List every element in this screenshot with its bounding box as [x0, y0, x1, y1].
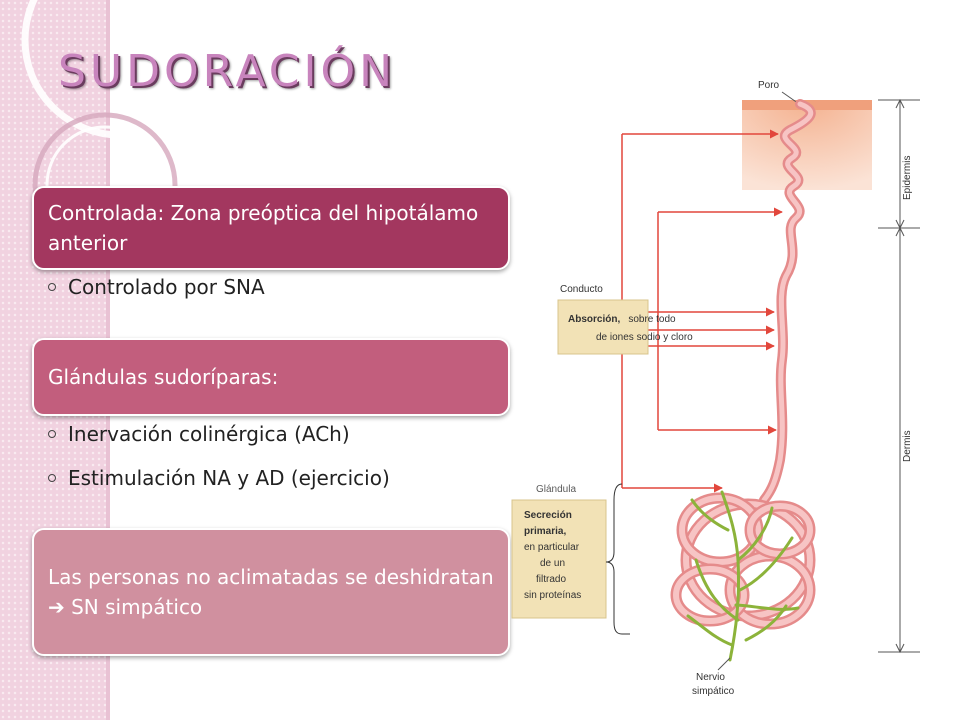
- bullet-dot-icon: [48, 430, 56, 438]
- secretion-box: [511, 499, 607, 619]
- bullet-dot-icon: [48, 283, 56, 291]
- glandula-label: Glándula: [536, 484, 576, 495]
- controlled-by-text: Controlada: Zona preóptica del hipotálam…: [48, 201, 479, 255]
- sweat-glands-box: Glándulas sudoríparas:: [32, 338, 510, 416]
- nerve-label-line1: Nervio: [696, 672, 725, 683]
- epidermis-label: Epidermis: [902, 156, 913, 200]
- secretion-line6: sin proteínas: [524, 590, 581, 601]
- nerve-label-line2: simpático: [692, 686, 735, 697]
- poro-label: Poro: [758, 80, 780, 91]
- secretion-line2: primaria,: [524, 526, 566, 537]
- sweat-gland-diagram: Poro Conducto: [511, 80, 920, 697]
- slide-title: SUDORACIÓN: [58, 46, 397, 97]
- secretion-line3: en particular: [524, 542, 580, 553]
- svg-text:Absorción, sobre todo: Absorción, sobre todo: [568, 307, 676, 326]
- acclimatization-box: Las personas no aclimatadas se deshidrat…: [32, 528, 510, 656]
- bullet-dot-icon: [48, 474, 56, 482]
- absorption-line2: de iones sodio y cloro: [596, 332, 693, 343]
- conducto-label: Conducto: [560, 284, 603, 295]
- layer-scale: [878, 98, 920, 654]
- bullet-sna: Controlado por SNA: [48, 275, 265, 299]
- absorption-box: [557, 299, 649, 355]
- bullet-cholinergic: Inervación colinérgica (ACh): [48, 422, 350, 446]
- sympathetic-nerve: [686, 490, 800, 662]
- bullet-stimulation-text: Estimulación NA y AD (ejercicio): [68, 466, 390, 490]
- secretion-line4: de un: [540, 558, 565, 569]
- dermis-label: Dermis: [902, 430, 913, 462]
- acclimatization-text: Las personas no aclimatadas se deshidrat…: [48, 565, 494, 619]
- gland-bracket: [605, 483, 630, 635]
- bullet-cholinergic-text: Inervación colinérgica (ACh): [68, 422, 350, 446]
- controlled-by-box: Controlada: Zona preóptica del hipotálam…: [32, 186, 510, 270]
- sweat-glands-text: Glándulas sudoríparas:: [48, 365, 279, 389]
- absorption-rest: sobre todo: [628, 314, 676, 325]
- secretion-line1: Secreción: [524, 510, 572, 521]
- bullet-sna-text: Controlado por SNA: [68, 275, 265, 299]
- absorption-title: Absorción,: [568, 314, 620, 325]
- secretion-line5: filtrado: [536, 574, 566, 585]
- bullet-stimulation: Estimulación NA y AD (ejercicio): [48, 466, 390, 490]
